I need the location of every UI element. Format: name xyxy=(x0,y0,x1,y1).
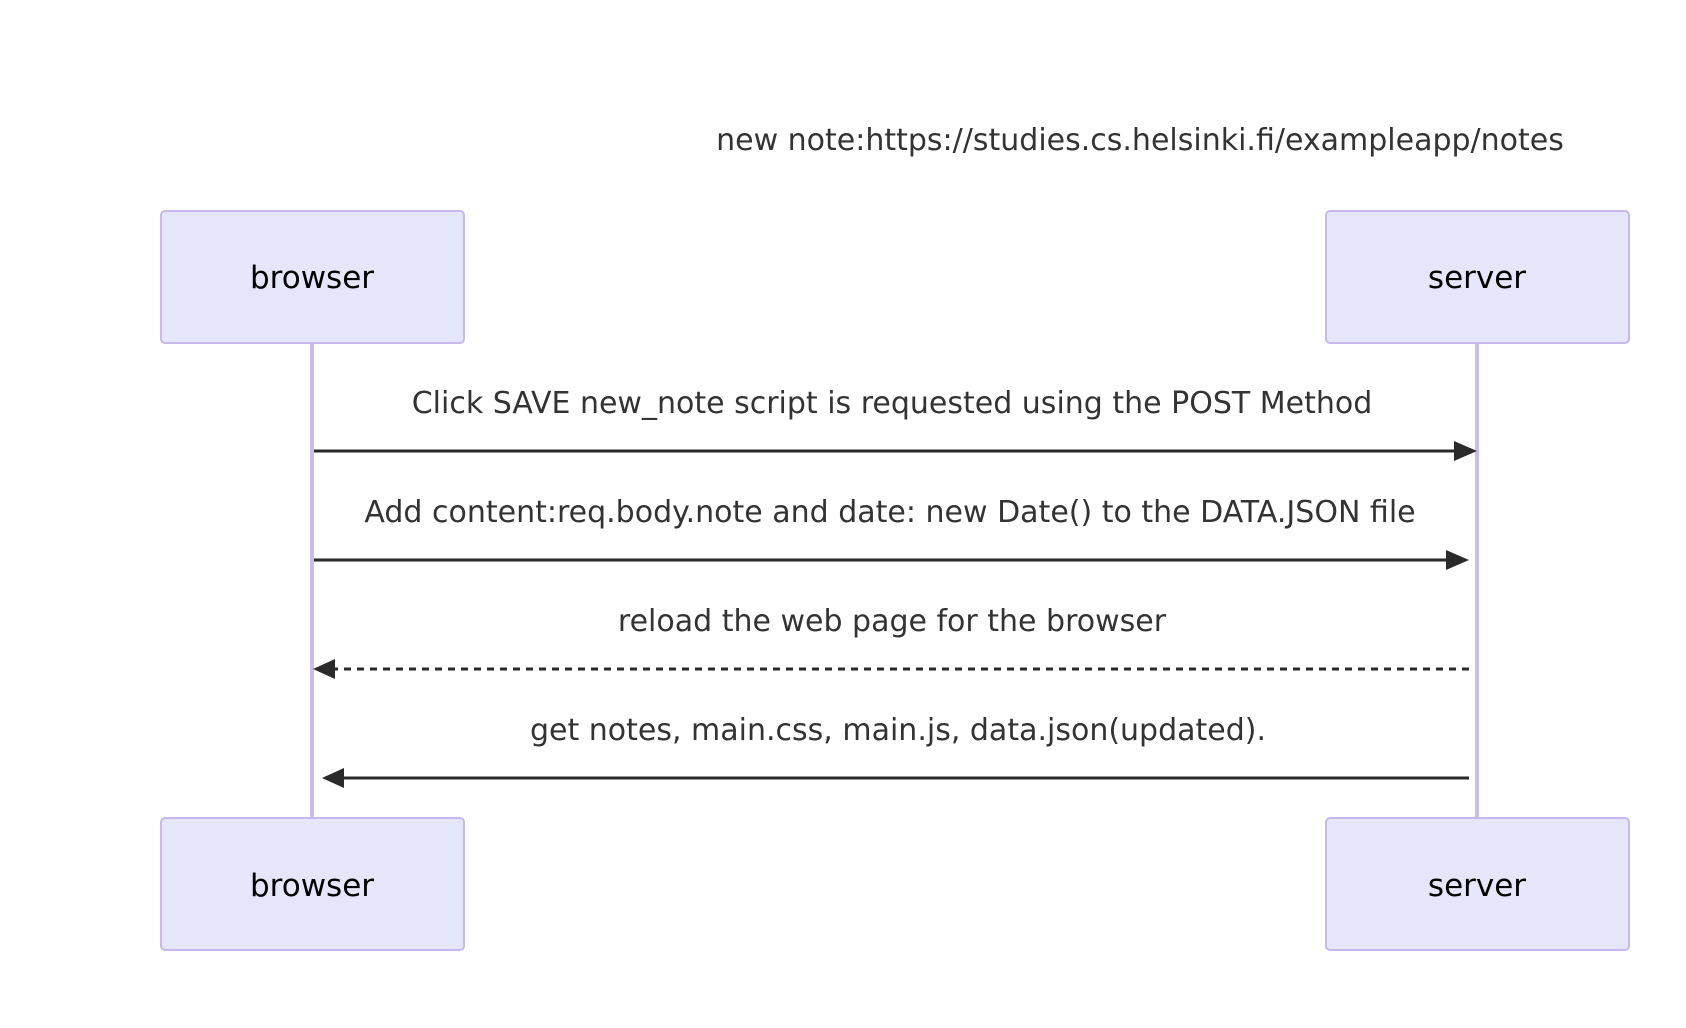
participant-label: server xyxy=(1428,868,1526,904)
message-2: Add content:req.body.note and date: new … xyxy=(314,495,1469,570)
participant-box xyxy=(1325,817,1630,951)
participant-label: browser xyxy=(250,868,374,904)
arrowhead-right xyxy=(1454,441,1477,461)
participant-server-bottom: server xyxy=(1325,817,1630,951)
message-label: Click SAVE new_note script is requested … xyxy=(412,386,1373,421)
participant-browser-top: browser xyxy=(160,210,465,344)
diagram-title: new note:https://studies.cs.helsinki.fi/… xyxy=(716,123,1564,158)
message-label: Add content:req.body.note and date: new … xyxy=(364,495,1415,530)
arrowhead-left xyxy=(322,768,344,788)
arrowhead-right xyxy=(1446,550,1469,570)
arrowhead-left xyxy=(313,659,335,679)
participant-label: browser xyxy=(250,260,374,296)
participant-box xyxy=(1325,210,1630,344)
participant-box xyxy=(160,817,465,951)
message-1: Click SAVE new_note script is requested … xyxy=(314,386,1477,461)
message-label: reload the web page for the browser xyxy=(618,604,1167,639)
participant-server-top: server xyxy=(1325,210,1630,344)
message-4: get notes, main.css, main.js, data.json(… xyxy=(322,713,1469,788)
participant-label: server xyxy=(1428,260,1526,296)
participant-box xyxy=(160,210,465,344)
participant-browser-bottom: browser xyxy=(160,817,465,951)
message-label: get notes, main.css, main.js, data.json(… xyxy=(530,713,1266,748)
message-3: reload the web page for the browser xyxy=(313,604,1469,679)
